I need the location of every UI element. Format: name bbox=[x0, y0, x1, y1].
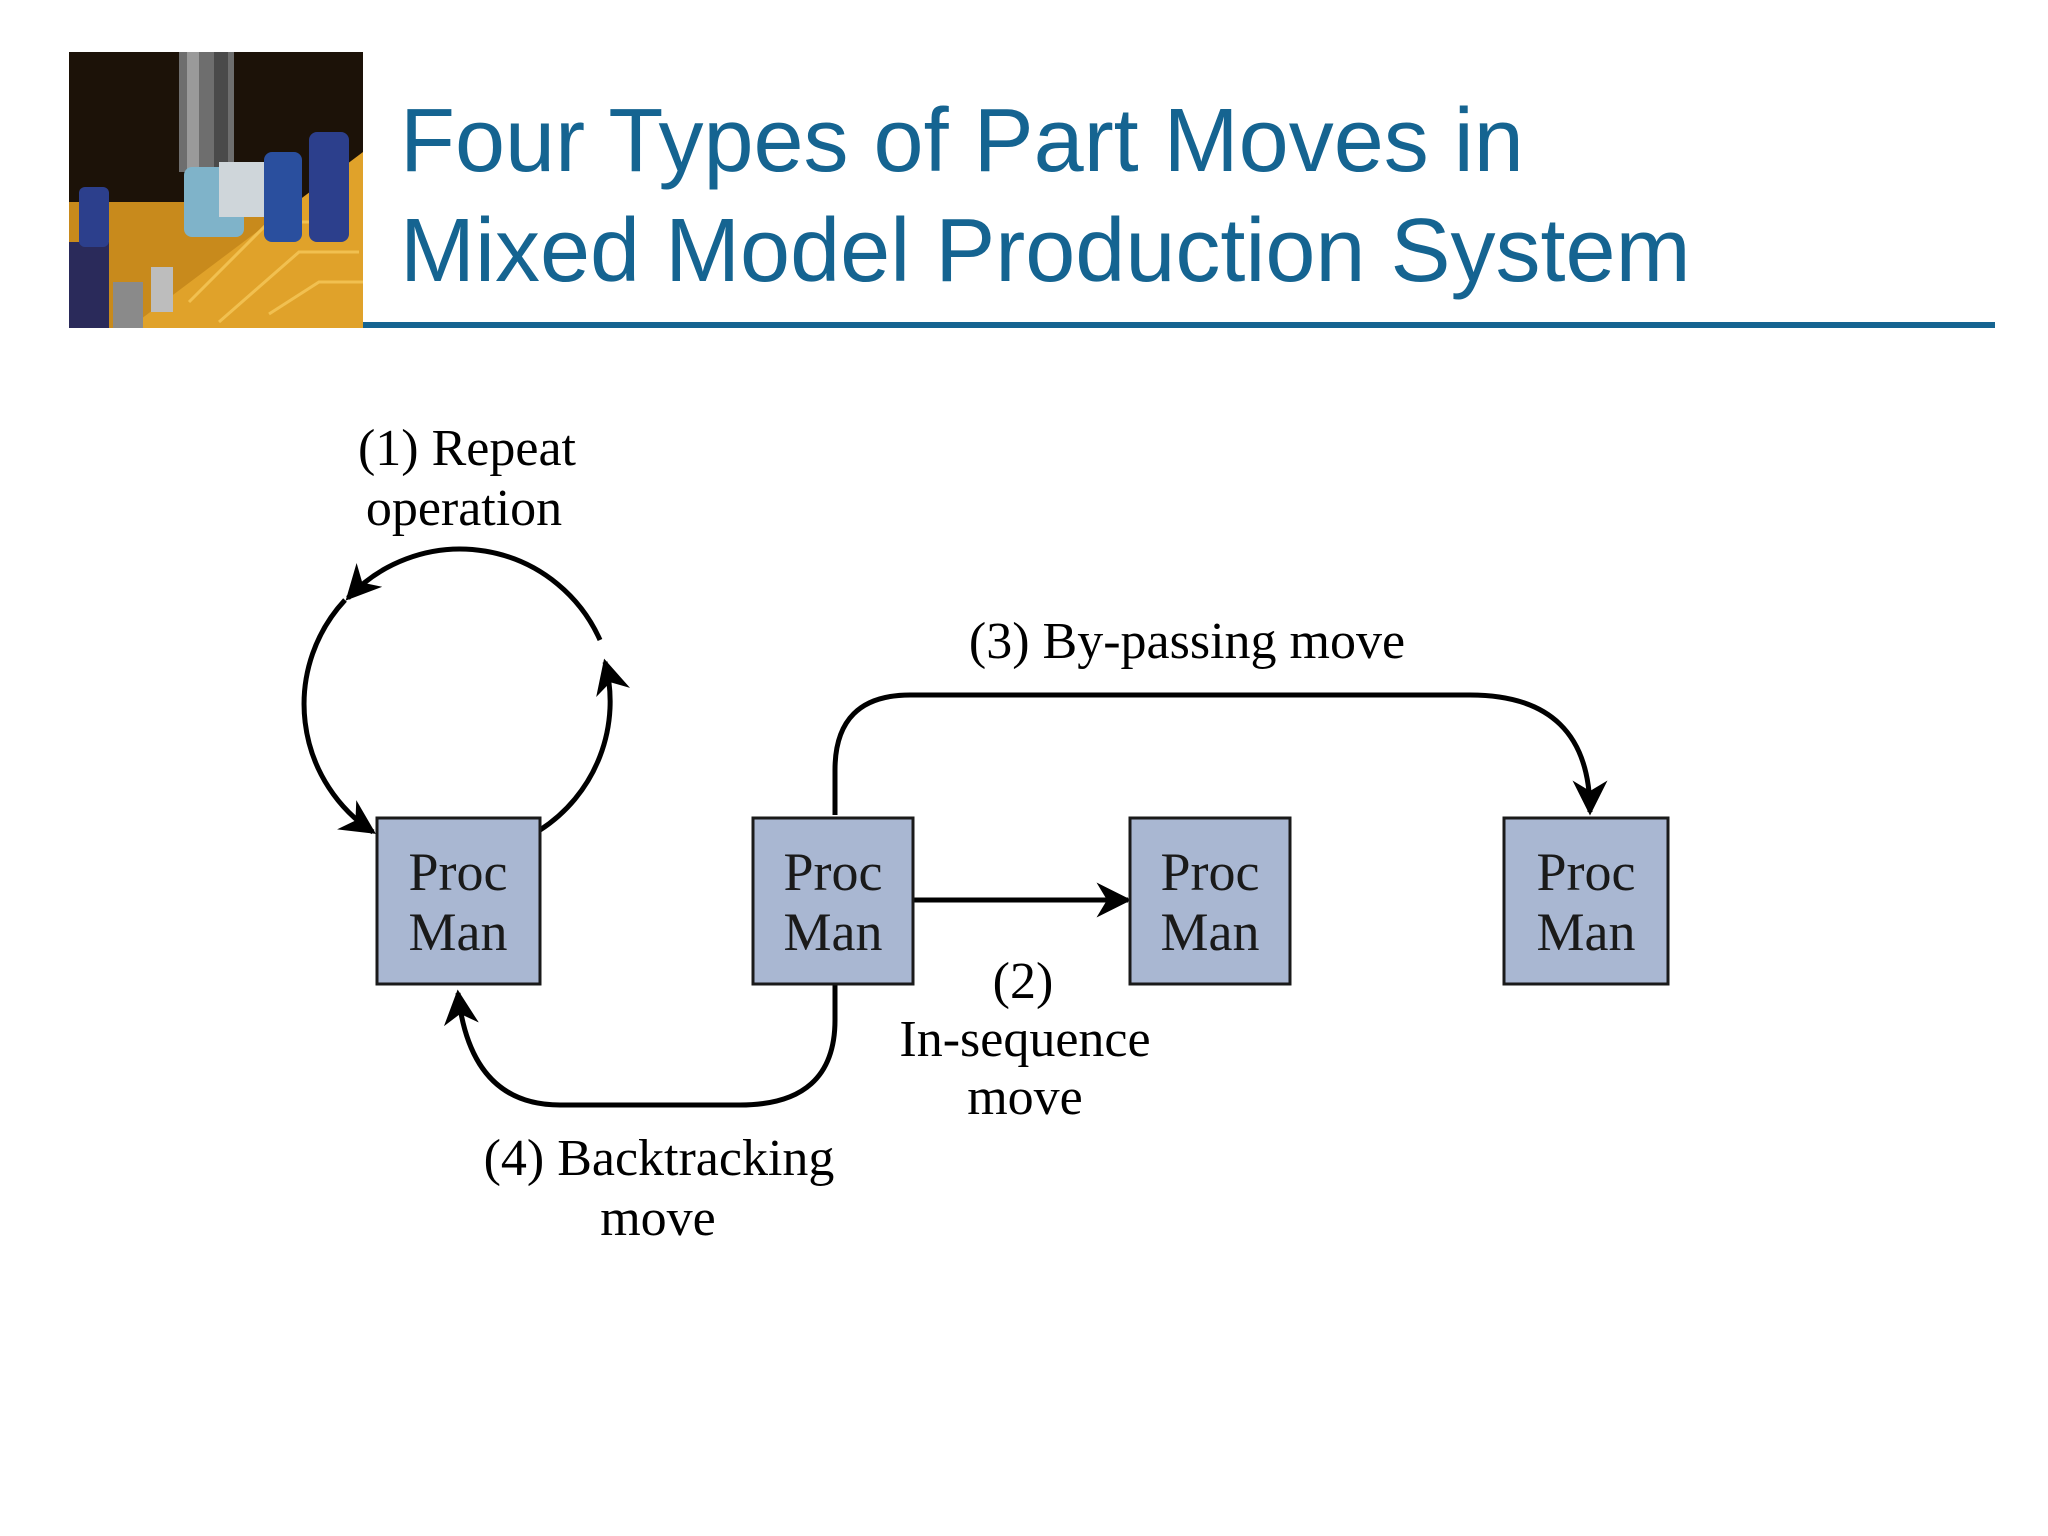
station-label-man: Man bbox=[1161, 902, 1260, 962]
repeat-operation-label: (1) Repeat operation bbox=[358, 420, 577, 537]
slide-title: Four Types of Part Moves in Mixed Model … bbox=[400, 86, 1691, 306]
station-box bbox=[1128, 816, 1292, 986]
station-label-man: Man bbox=[784, 902, 883, 962]
station-label-man: Man bbox=[1537, 902, 1636, 962]
station-label-man: Man bbox=[409, 902, 508, 962]
backtracking-arrow bbox=[443, 983, 838, 1108]
station-2: Proc Man bbox=[751, 816, 915, 986]
in-sequence-label: (2) In-sequence move bbox=[899, 953, 1150, 1126]
station-label-proc: Proc bbox=[409, 842, 508, 902]
repeat-label-line-2: operation bbox=[366, 480, 562, 537]
backtracking-label-line-2: move bbox=[600, 1190, 716, 1247]
station-4: Proc Man bbox=[1502, 816, 1670, 986]
repeat-loop-segment-left bbox=[301, 598, 376, 835]
bypass-label: (3) By-passing move bbox=[969, 613, 1405, 670]
station-label-proc: Proc bbox=[1537, 842, 1636, 902]
repeat-loop-segment-right bbox=[538, 658, 631, 833]
backtracking-label: (4) Backtracking move bbox=[484, 1130, 835, 1247]
repeat-label-line-1: (1) Repeat bbox=[358, 420, 577, 477]
slide-title-line-1: Four Types of Part Moves in bbox=[400, 91, 1524, 191]
station-box bbox=[751, 816, 915, 986]
slide-title-line-2: Mixed Model Production System bbox=[400, 201, 1691, 301]
repeat-loop-segment-top bbox=[345, 546, 603, 642]
in-sequence-label-line-1: (2) bbox=[993, 953, 1054, 1010]
station-1: Proc Man bbox=[375, 816, 542, 986]
repeat-operation-loop bbox=[301, 546, 631, 835]
station-label-proc: Proc bbox=[1161, 842, 1260, 902]
bypass-arrow bbox=[832, 692, 1608, 816]
backtracking-label-line-1: (4) Backtracking bbox=[484, 1130, 835, 1187]
station-box bbox=[1502, 816, 1670, 986]
title-underline bbox=[363, 322, 1995, 328]
station-3: Proc Man bbox=[1128, 816, 1292, 986]
station-label-proc: Proc bbox=[784, 842, 883, 902]
station-box bbox=[375, 816, 542, 986]
in-sequence-label-line-3: move bbox=[967, 1069, 1083, 1126]
circuit-board-photo bbox=[69, 52, 363, 328]
in-sequence-label-line-2: In-sequence bbox=[899, 1011, 1150, 1068]
